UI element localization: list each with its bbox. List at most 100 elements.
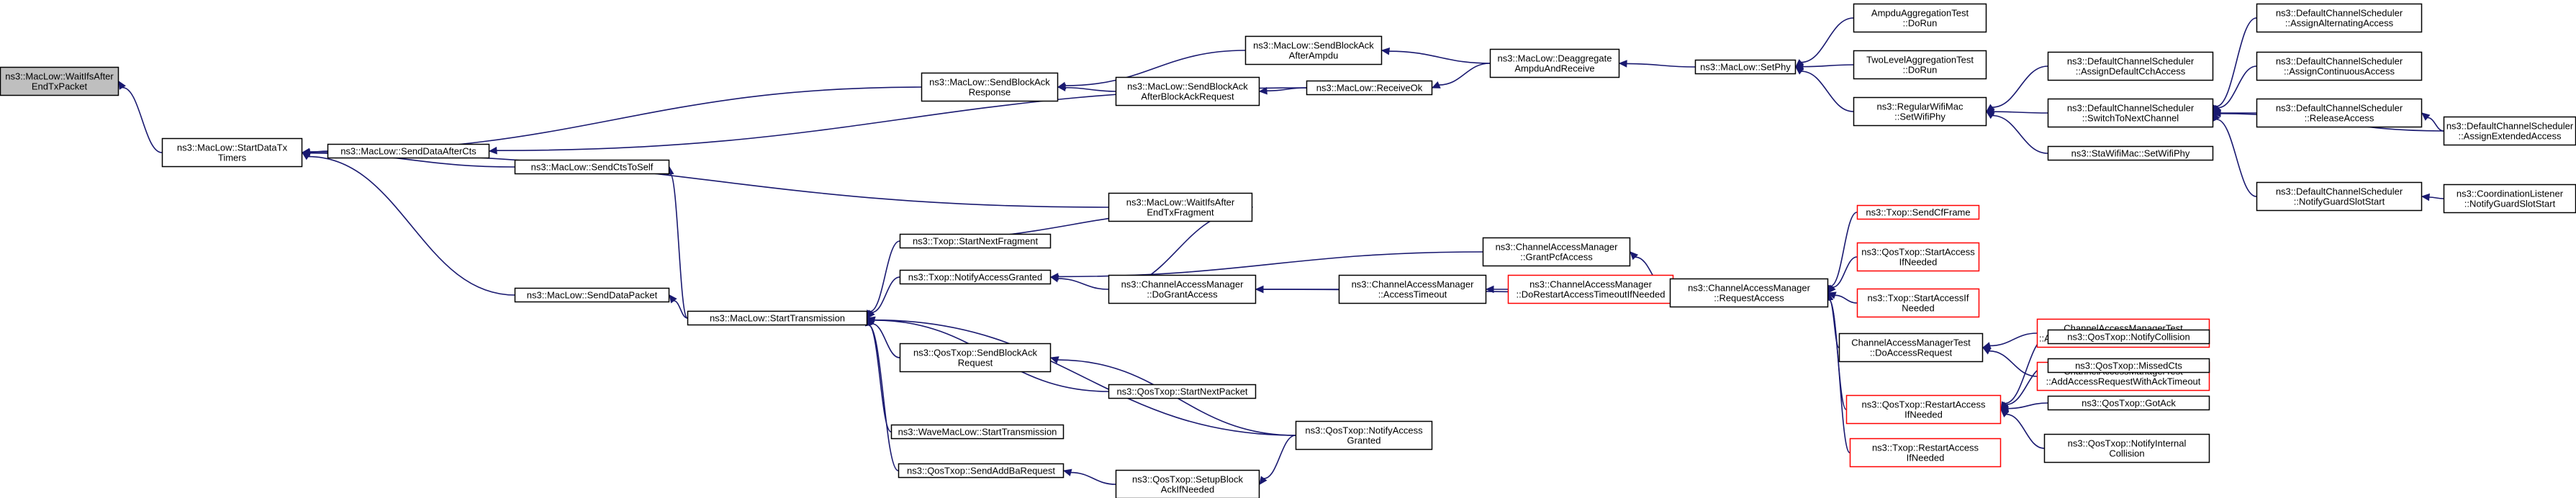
node-label: ns3::ChannelAccessManager [1688, 283, 1810, 294]
node-box[interactable] [161, 137, 303, 168]
node-box[interactable] [1115, 76, 1260, 107]
node-ns3-txop-sendcfframe[interactable]: ns3::Txop::SendCfFrame [1856, 204, 1980, 220]
node-ns3-channelaccessmanager-requestaccess[interactable]: ns3::ChannelAccessManager::RequestAccess [1669, 278, 1829, 308]
node-box[interactable] [1338, 274, 1487, 304]
node-ns3-maclow-sendblockack-afterblockackrequest[interactable]: ns3::MacLow::SendBlockAckAfterBlockAckRe… [1115, 76, 1260, 107]
node-box[interactable] [1115, 469, 1260, 498]
node-box[interactable] [1482, 237, 1631, 267]
node-ns3-txop-startnextfragment[interactable]: ns3::Txop::StartNextFragment [899, 233, 1052, 249]
node-ns3-maclow-receiveok[interactable]: ns3::MacLow::ReceiveOk [1306, 80, 1433, 96]
node-ns3-maclow-setphy[interactable]: ns3::MacLow::SetPhy [1694, 59, 1797, 75]
node-label: Request [958, 358, 993, 368]
node-ns3-defaultchannelscheduler-switchtonextchannel[interactable]: ns3::DefaultChannelScheduler::SwitchToNe… [2047, 98, 2214, 128]
node-box[interactable] [898, 463, 1065, 479]
node-box[interactable] [2047, 145, 2214, 161]
call-edge [1802, 64, 1854, 68]
node-ampduaggregationtest-dorun[interactable]: AmpduAggregationTest::DoRun [1853, 3, 1987, 33]
node-ns3-channelaccessmanager-dorestartaccesstimeoutifneeded[interactable]: ns3::ChannelAccessManager::DoRestartAcce… [1507, 274, 1674, 304]
node-box[interactable] [1856, 242, 1980, 272]
node-ns3-qostxop-startnextpacket[interactable]: ns3::QosTxop::StartNextPacket [1108, 384, 1257, 399]
node-ns3-coordinationlistener-notifyguardslotstart[interactable]: ns3::CoordinationListener::NotifyGuardSl… [2443, 184, 2576, 214]
node-ns3-maclow-senddataaftercts[interactable]: ns3::MacLow::SendDataAfterCts [327, 143, 490, 159]
call-edge [1070, 471, 1116, 485]
node-ns3-qostxop-notifyaccess-granted[interactable]: ns3::QosTxop::NotifyAccessGranted [1295, 420, 1433, 451]
node-box[interactable] [1853, 3, 1987, 33]
node-ns3-defaultchannelscheduler-notifyguardslotstart[interactable]: ns3::DefaultChannelScheduler::NotifyGuar… [2256, 181, 2423, 212]
node-box[interactable] [2047, 395, 2210, 411]
node-ns3-wavemaclow-starttransmission[interactable]: ns3::WaveMacLow::StartTransmission [890, 424, 1065, 440]
node-box[interactable] [2256, 51, 2423, 81]
node-box[interactable] [2047, 51, 2214, 81]
node-box[interactable] [1489, 48, 1620, 78]
node-box[interactable] [2043, 433, 2210, 463]
node-box[interactable] [1853, 96, 1987, 127]
node-ns3-defaultchannelscheduler-assignalternatingaccess[interactable]: ns3::DefaultChannelScheduler::AssignAlte… [2256, 3, 2423, 33]
node-ns3-qostxop-sendaddbarequest[interactable]: ns3::QosTxop::SendAddBaRequest [898, 463, 1065, 479]
node-ns3-maclow-sendctstoself[interactable]: ns3::MacLow::SendCtsToSelf [514, 159, 670, 175]
node-box[interactable] [921, 72, 1059, 102]
node-twolevelaggregationtest-dorun[interactable]: TwoLevelAggregationTest::DoRun [1853, 50, 1987, 80]
node-box[interactable] [1295, 420, 1433, 451]
node-box[interactable] [1853, 50, 1987, 80]
node-box[interactable] [1108, 192, 1253, 222]
node-ns3-maclow-starttransmission[interactable]: ns3::MacLow::StartTransmission [687, 310, 868, 326]
node-ns3-regularwifimac-setwifiphy[interactable]: ns3::RegularWifiMac::SetWifiPhy [1853, 96, 1987, 127]
node-ns3-defaultchannelscheduler-assigndefaultcchaccess[interactable]: ns3::DefaultChannelScheduler::AssignDefa… [2047, 51, 2214, 81]
node-channelaccessmanagertest-doaccessrequest[interactable]: ChannelAccessManagerTest::DoAccessReques… [1838, 332, 1984, 363]
node-ns3-channelaccessmanager-dograntaccess[interactable]: ns3::ChannelAccessManager::DoGrantAccess [1108, 274, 1257, 304]
node-box[interactable] [2256, 3, 2423, 33]
node-box[interactable] [1669, 278, 1829, 308]
node-box[interactable] [1856, 204, 1980, 220]
node-ns3-stawifimac-setwifiphy[interactable]: ns3::StaWifiMac::SetWifiPhy [2047, 145, 2214, 161]
node-box[interactable] [0, 66, 119, 96]
node-box[interactable] [1244, 35, 1383, 65]
node-box[interactable] [327, 143, 490, 159]
node-box[interactable] [2256, 181, 2423, 212]
node-box[interactable] [2047, 358, 2210, 374]
node-box[interactable] [1108, 274, 1257, 304]
node-box[interactable] [2256, 98, 2423, 128]
node-box[interactable] [687, 310, 868, 326]
node-box[interactable] [2047, 98, 2214, 128]
node-box[interactable] [890, 424, 1065, 440]
node-box[interactable] [1845, 394, 2002, 425]
node-box[interactable] [1507, 274, 1674, 304]
node-box[interactable] [899, 233, 1052, 249]
node-ns3-channelaccessmanager-accesstimeout[interactable]: ns3::ChannelAccessManager::AccessTimeout [1338, 274, 1487, 304]
node-box[interactable] [2047, 329, 2210, 345]
node-ns3-channelaccessmanager-grantpcfaccess[interactable]: ns3::ChannelAccessManager::GrantPcfAcces… [1482, 237, 1631, 267]
node-box[interactable] [2443, 116, 2576, 146]
node-box[interactable] [514, 159, 670, 175]
node-box[interactable] [514, 287, 670, 303]
node-box[interactable] [1856, 288, 1980, 318]
node-ns3-qostxop-gotack[interactable]: ns3::QosTxop::GotAck [2047, 395, 2210, 411]
node-box[interactable] [1849, 438, 2002, 468]
node-ns3-qostxop-notifycollision[interactable]: ns3::QosTxop::NotifyCollision [2047, 329, 2210, 345]
node-ns3-maclow-senddatapacket[interactable]: ns3::MacLow::SendDataPacket [514, 287, 670, 303]
node-ns3-defaultchannelscheduler-assigncontinuousaccess[interactable]: ns3::DefaultChannelScheduler::AssignCont… [2256, 51, 2423, 81]
node-box[interactable] [1838, 332, 1984, 363]
node-box[interactable] [899, 343, 1052, 373]
node-box[interactable] [1108, 384, 1257, 399]
node-ns3-txop-notifyaccessgranted[interactable]: ns3::Txop::NotifyAccessGranted [899, 269, 1052, 285]
node-box[interactable] [1306, 80, 1433, 96]
node-ns3-defaultchannelscheduler-releaseaccess[interactable]: ns3::DefaultChannelScheduler::ReleaseAcc… [2256, 98, 2423, 128]
node-label: ::DoAccessRequest [1870, 348, 1953, 358]
node-box[interactable] [899, 269, 1052, 285]
node-box[interactable] [1694, 59, 1797, 75]
node-ns3-defaultchannelscheduler-assignextendedaccess[interactable]: ns3::DefaultChannelScheduler::AssignExte… [2443, 116, 2576, 146]
node-ns3-qostxop-missedcts[interactable]: ns3::QosTxop::MissedCts [2047, 358, 2210, 374]
